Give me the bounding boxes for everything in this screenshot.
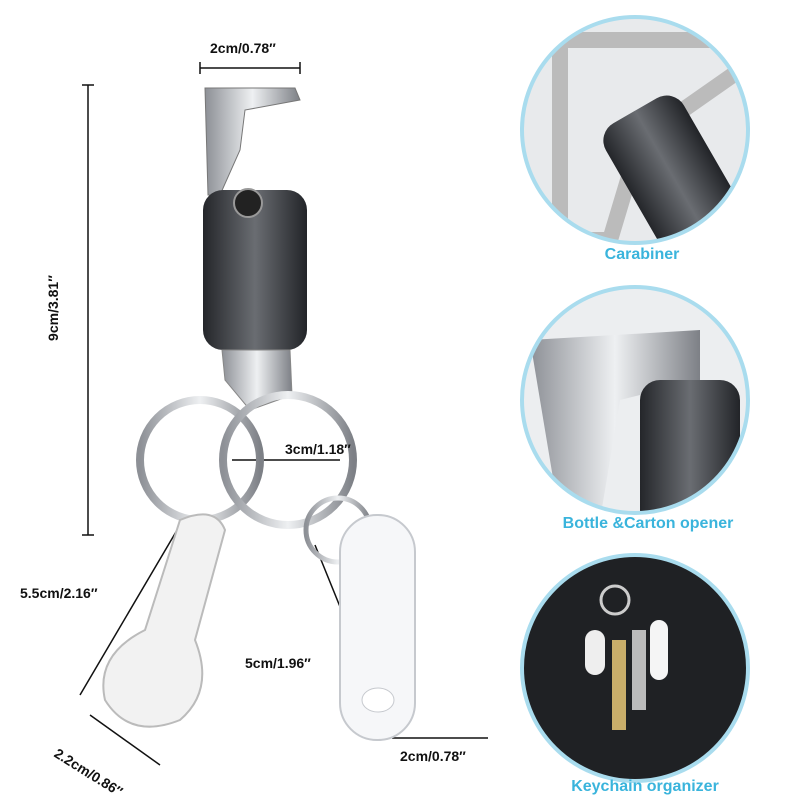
feature-label-organizer: Keychain organizer — [571, 778, 719, 795]
clear-tag-length-label: 5cm/1.96″ — [245, 655, 311, 671]
coin-tag — [102, 513, 227, 728]
keychain-body — [203, 190, 307, 350]
feature-label-opener: Bottle &Carton opener — [562, 515, 734, 532]
ring-diameter-label: 3cm/1.18″ — [285, 441, 351, 457]
feature-circles — [520, 15, 750, 783]
clear-tag-width-label: 2cm/0.78″ — [400, 748, 466, 764]
total-height-label: 9cm/3.81″ — [44, 275, 61, 341]
split-ring — [219, 391, 357, 529]
top-width-label: 2cm/0.78″ — [210, 40, 276, 56]
coin-tag-length-label: 5.5cm/2.16″ — [20, 585, 98, 601]
opener-blade — [204, 87, 301, 196]
clear-tag — [339, 514, 416, 741]
spinner-icon — [233, 188, 263, 218]
feature-label-carabiner: Carabiner — [604, 246, 680, 263]
